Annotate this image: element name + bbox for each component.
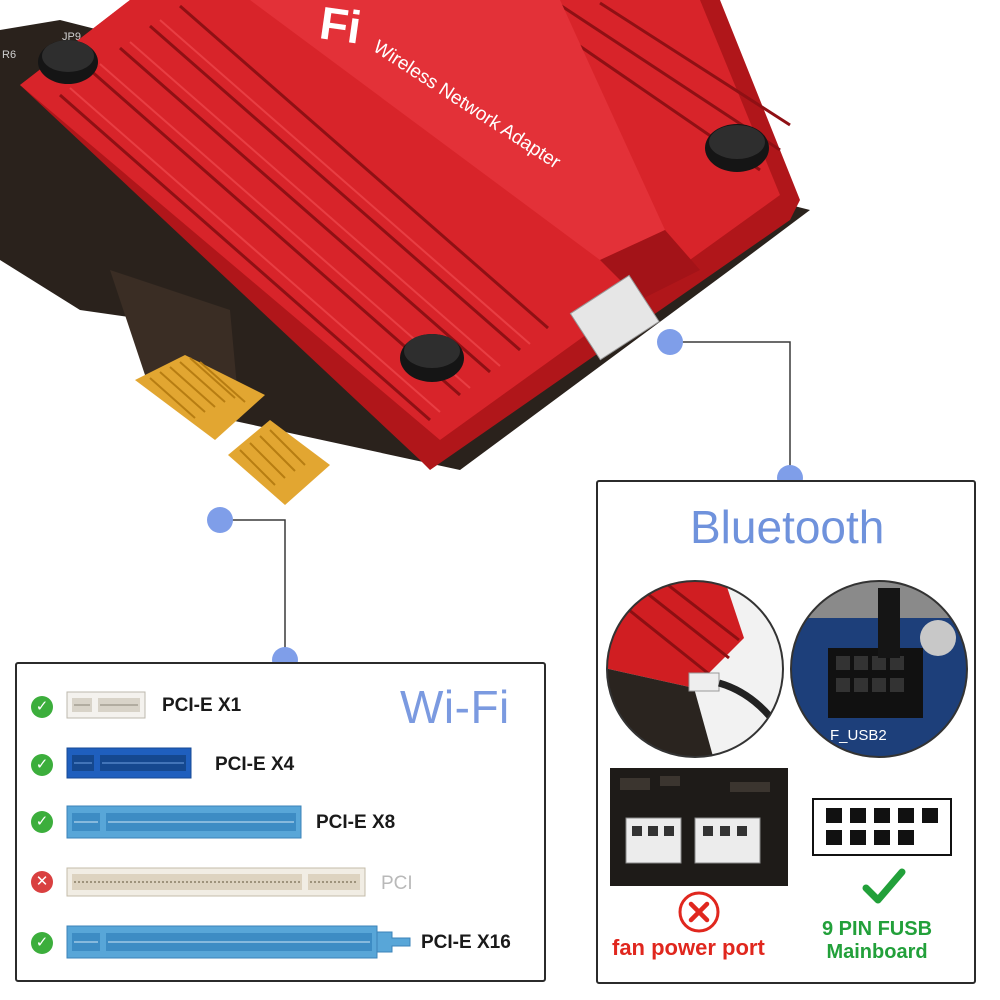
slot-pcie-x1 xyxy=(66,691,146,719)
slot-pcie-x16 xyxy=(66,925,411,959)
check-circle-icon: ✓ xyxy=(31,754,53,776)
slot-label-pcie-x16: PCI-E X16 xyxy=(421,932,511,953)
rubber-feet xyxy=(38,40,769,382)
slot-pcie-x4 xyxy=(66,747,192,779)
check-circle-icon: ✓ xyxy=(31,811,53,833)
slot-label-pcie-x1: PCI-E X1 xyxy=(162,695,242,716)
slot-pcie-x8 xyxy=(66,805,302,839)
fan-power-port-label: fan power port xyxy=(612,935,765,960)
cross-circle-icon: ✕ xyxy=(31,871,53,893)
motherboard-header-photo: F_USB2 xyxy=(790,580,968,758)
check-icon xyxy=(862,868,906,904)
wifi-card-illustration: R6 JP9 Fi Wireless Network Adapter xyxy=(0,0,810,505)
heatsink-brand-text: Fi xyxy=(317,0,365,54)
fan-port-photo xyxy=(610,768,788,886)
bluetooth-title: Bluetooth xyxy=(690,501,885,553)
gold-contacts xyxy=(135,355,330,505)
check-circle-icon: ✓ xyxy=(31,696,53,718)
callout-dot-bluetooth-top xyxy=(657,329,683,355)
bluetooth-cable-photo xyxy=(606,580,784,758)
pcb-label-r6: R6 xyxy=(2,49,16,61)
slot-label-pci: PCI xyxy=(381,873,413,894)
slot-label-pcie-x8: PCI-E X8 xyxy=(316,812,396,833)
cross-icon xyxy=(678,891,720,933)
slot-pci xyxy=(66,867,366,897)
fusb-label-line1: 9 PIN FUSB xyxy=(822,918,933,940)
wifi-title: Wi-Fi xyxy=(400,681,510,733)
pcb-label-jp9: JP9 xyxy=(62,31,81,43)
heatsink xyxy=(20,0,800,470)
motherboard-label-fusb2: F_USB2 xyxy=(830,727,887,744)
fusb-mainboard-label: 9 PIN FUSB Mainboard xyxy=(822,918,932,964)
callout-dot-wifi-top xyxy=(207,507,233,533)
check-circle-icon: ✓ xyxy=(31,932,53,954)
fusb-label-line2: Mainboard xyxy=(826,941,928,963)
nine-pin-diagram xyxy=(812,798,952,856)
slot-label-pcie-x4: PCI-E X4 xyxy=(215,754,295,775)
